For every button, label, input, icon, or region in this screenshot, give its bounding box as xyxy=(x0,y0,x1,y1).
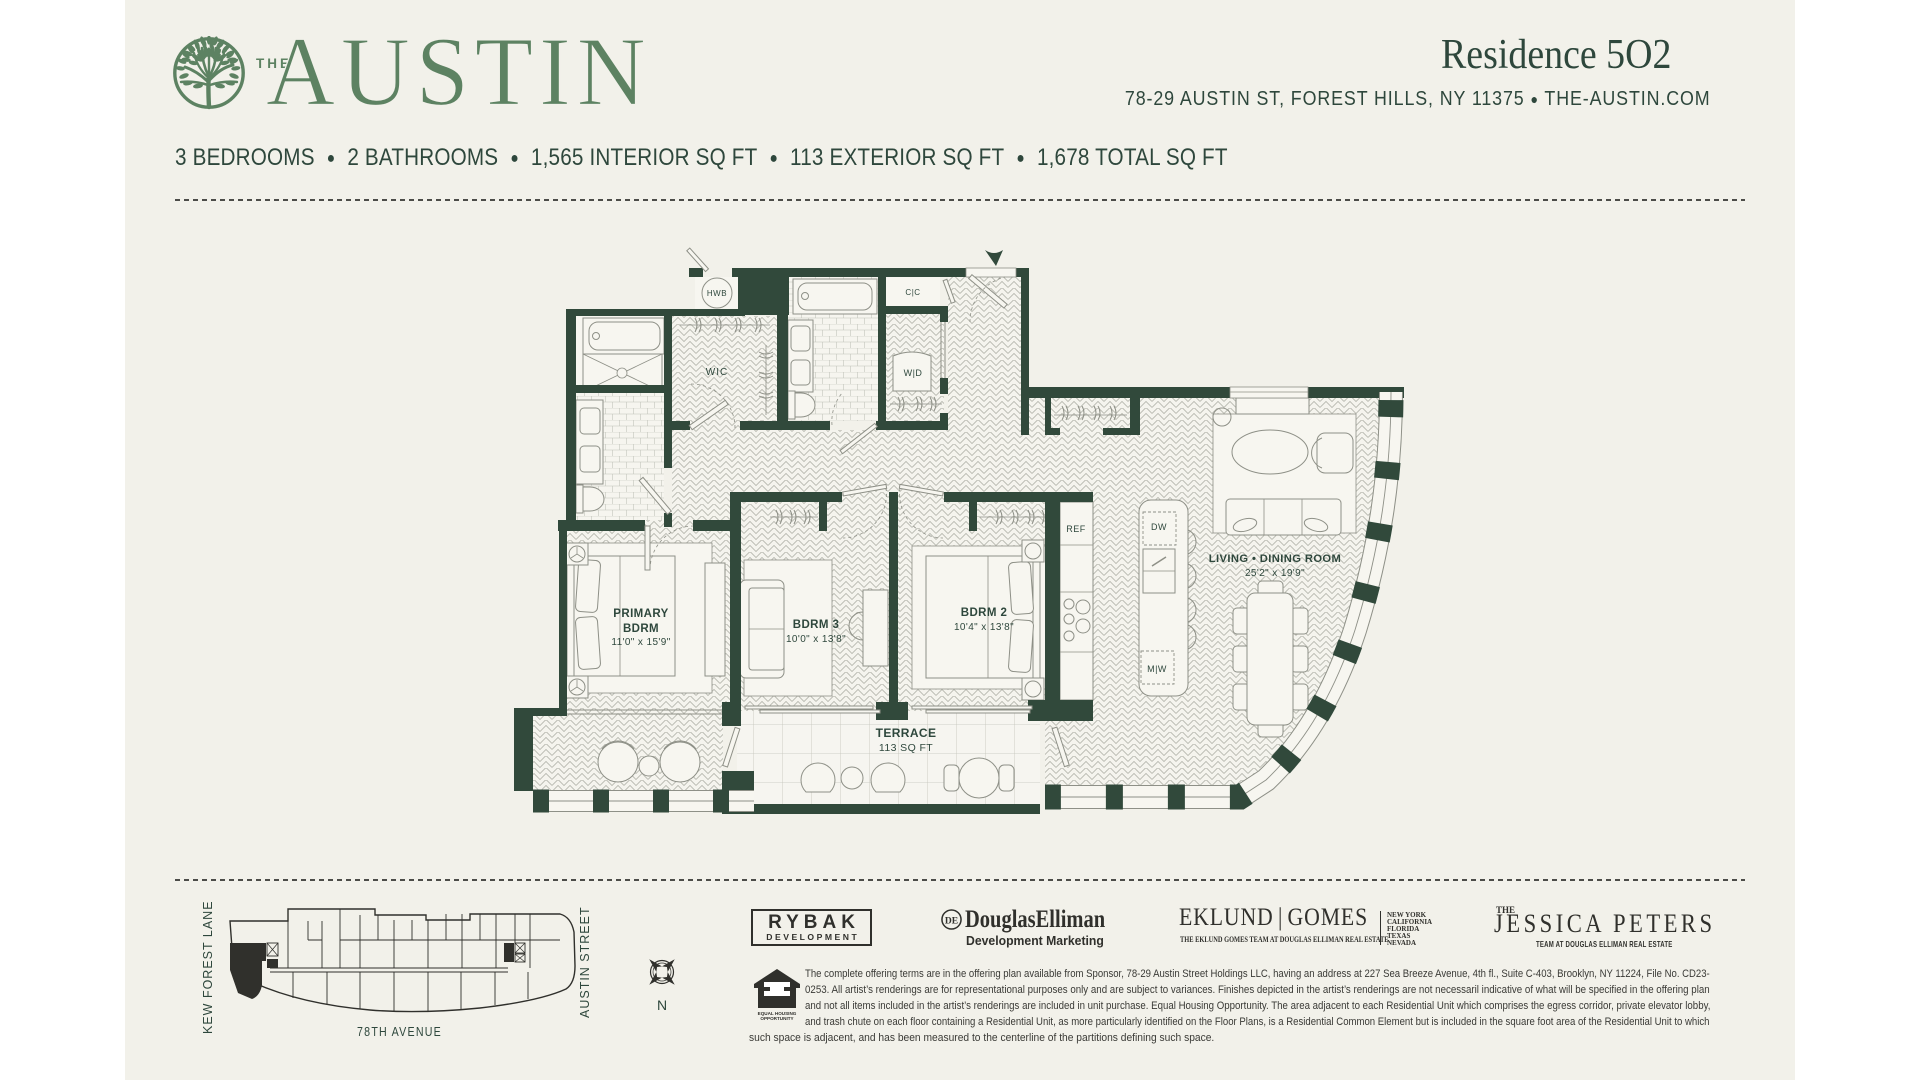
svg-text:PRIMARY: PRIMARY xyxy=(613,608,668,620)
svg-text:10'4" x 13'8": 10'4" x 13'8" xyxy=(954,622,1014,633)
svg-text:OPPORTUNITY: OPPORTUNITY xyxy=(760,1016,793,1021)
svg-text:DW: DW xyxy=(1151,522,1167,532)
svg-text:BDRM 2: BDRM 2 xyxy=(961,607,1008,619)
svg-text:REF: REF xyxy=(1066,524,1086,534)
svg-text:LIVING • DINING ROOM: LIVING • DINING ROOM xyxy=(1209,553,1342,565)
svg-text:W|D: W|D xyxy=(904,368,923,378)
svg-text:BDRM: BDRM xyxy=(623,623,659,635)
svg-text:11'0" x 15'9": 11'0" x 15'9" xyxy=(611,637,670,648)
svg-text:WIC: WIC xyxy=(706,367,728,378)
svg-text:HWB: HWB xyxy=(707,289,727,298)
svg-text:113 SQ FT: 113 SQ FT xyxy=(879,742,933,754)
svg-text:10'0" x 13'8": 10'0" x 13'8" xyxy=(786,634,846,645)
svg-text:DE: DE xyxy=(945,915,958,926)
svg-text:N: N xyxy=(657,997,667,1013)
svg-text:EQUAL HOUSING: EQUAL HOUSING xyxy=(758,1011,797,1016)
svg-text:TERRACE: TERRACE xyxy=(876,726,937,740)
svg-text:M|W: M|W xyxy=(1147,664,1167,674)
svg-text:25'2" x 19'9": 25'2" x 19'9" xyxy=(1245,568,1305,579)
svg-text:C|C: C|C xyxy=(905,288,920,297)
svg-text:BDRM 3: BDRM 3 xyxy=(793,619,840,631)
